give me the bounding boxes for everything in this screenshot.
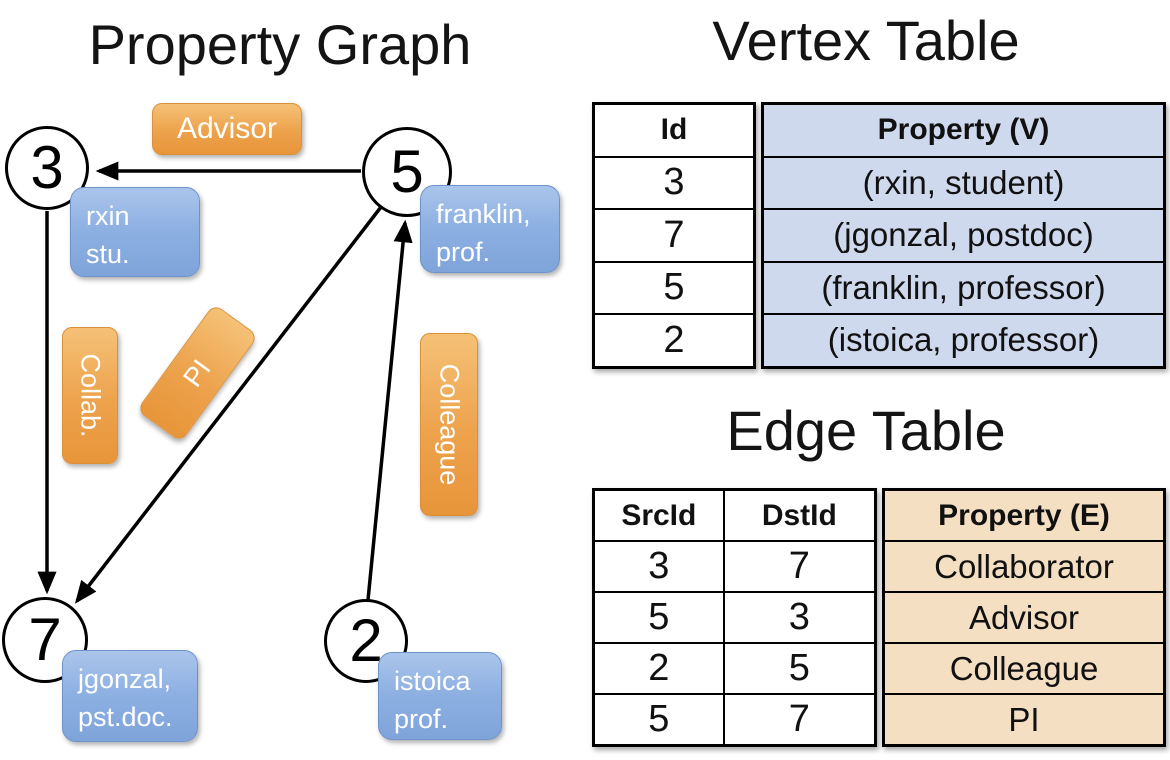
table-row: (jgonzal, postdoc) bbox=[761, 208, 1166, 263]
table-row: (istoica, professor) bbox=[761, 313, 1166, 368]
edge-label-text: Collab. bbox=[75, 353, 106, 438]
vertex-id-cell: 3 bbox=[592, 155, 756, 210]
edge-pi-line-5-to-7 bbox=[74, 205, 383, 604]
edge-label-collab: Collab. bbox=[62, 327, 118, 464]
edge-property-cell: Colleague bbox=[882, 642, 1166, 695]
vertex-property-cell: (rxin, student) bbox=[761, 155, 1166, 210]
edge-label-text: PI bbox=[177, 353, 217, 392]
vertex-id-cell: 7 bbox=[592, 208, 756, 263]
vertex-property-line: franklin, bbox=[436, 199, 531, 229]
edge-dstid-cell: 3 bbox=[722, 591, 877, 644]
edge-srcid-cell: 5 bbox=[592, 591, 725, 644]
vertex-property-cell: (jgonzal, postdoc) bbox=[761, 208, 1166, 263]
vertex-id-cell: 5 bbox=[592, 260, 756, 315]
table-row: (franklin, professor) bbox=[761, 260, 1166, 315]
property-graph-title: Property Graph bbox=[88, 13, 472, 76]
vertex-property-line: rxin bbox=[86, 201, 130, 231]
edge-label-text: Advisor bbox=[176, 112, 278, 145]
node-id-label: 5 bbox=[390, 138, 424, 205]
column-header-id: Id bbox=[592, 102, 756, 158]
vertex-property-cell: (franklin, professor) bbox=[761, 260, 1166, 315]
vertex-property-line: pst.doc. bbox=[78, 702, 173, 732]
vertex-property-line: prof. bbox=[394, 704, 449, 734]
vertex-property-line: prof. bbox=[436, 237, 491, 267]
column-header-property-v: Property (V) bbox=[761, 102, 1166, 158]
edge-property-cell: PI bbox=[882, 693, 1166, 747]
vertex-table: Id 3 7 5 2 Property (V) (rxin, student) … bbox=[592, 102, 1166, 369]
vertex-property-cell: (istoica, professor) bbox=[761, 313, 1166, 368]
table-row: 2 bbox=[592, 313, 756, 368]
edge-dstid-cell: 5 bbox=[722, 642, 877, 695]
edge-property-column: Property (E) Collaborator Advisor Collea… bbox=[882, 488, 1166, 747]
edge-label-text: Colleague bbox=[434, 363, 465, 486]
table-row: 2 5 bbox=[592, 642, 877, 695]
table-row: 5 bbox=[592, 260, 756, 315]
edge-src-dst-columns: SrcId DstId 3 7 5 3 2 5 5 7 bbox=[592, 488, 877, 747]
vertex-property-line: stu. bbox=[86, 239, 130, 269]
vertex-table-title: Vertex Table bbox=[712, 9, 1020, 72]
column-header-srcid: SrcId bbox=[592, 488, 725, 542]
vertex-id-column: Id 3 7 5 2 bbox=[592, 102, 756, 369]
table-row: 5 7 bbox=[592, 693, 877, 747]
graph-node-5: 5 bbox=[362, 127, 452, 217]
vertex-property-box-3: rxin stu. bbox=[70, 187, 200, 277]
table-row: 3 bbox=[592, 155, 756, 210]
vertex-id-cell: 2 bbox=[592, 313, 756, 368]
vertex-property-line: istoica bbox=[394, 666, 471, 696]
edge-label-colleague: Colleague bbox=[420, 333, 478, 516]
edge-dstid-cell: 7 bbox=[722, 693, 877, 747]
edge-srcid-cell: 3 bbox=[592, 540, 725, 593]
graph-edges-svg bbox=[37, 161, 413, 604]
graph-node-2: 2 bbox=[324, 599, 408, 683]
vertex-property-column: Property (V) (rxin, student) (jgonzal, p… bbox=[761, 102, 1166, 369]
table-row: Collaborator bbox=[882, 540, 1166, 593]
edge-label-advisor: Advisor bbox=[152, 103, 302, 155]
column-header-dstid: DstId bbox=[722, 488, 877, 542]
edge-srcid-cell: 5 bbox=[592, 693, 725, 747]
vertex-property-line: jgonzal, bbox=[78, 664, 172, 694]
table-row: PI bbox=[882, 693, 1166, 747]
edge-dstid-cell: 7 bbox=[722, 540, 877, 593]
edge-colleague-line-2-to-5 bbox=[366, 219, 413, 601]
table-row: 7 bbox=[592, 208, 756, 263]
table-row: 3 7 bbox=[592, 540, 877, 593]
node-id-label: 2 bbox=[349, 607, 383, 674]
column-header-property-e: Property (E) bbox=[882, 488, 1166, 542]
table-row: 5 3 bbox=[592, 591, 877, 644]
table-row: (rxin, student) bbox=[761, 155, 1166, 210]
edge-property-cell: Advisor bbox=[882, 591, 1166, 644]
edge-table: SrcId DstId 3 7 5 3 2 5 5 7 Property (E)… bbox=[592, 488, 1166, 747]
edge-srcid-cell: 2 bbox=[592, 642, 725, 695]
edge-table-title: Edge Table bbox=[726, 399, 1006, 462]
vertex-property-box-5: franklin, prof. bbox=[420, 185, 560, 273]
node-id-label: 7 bbox=[28, 606, 62, 673]
table-row: Colleague bbox=[882, 642, 1166, 695]
table-row: Advisor bbox=[882, 591, 1166, 644]
edge-property-cell: Collaborator bbox=[882, 540, 1166, 593]
vertex-property-box-7: jgonzal, pst.doc. bbox=[62, 650, 198, 742]
vertex-property-box-2: istoica prof. bbox=[378, 652, 502, 740]
node-id-label: 3 bbox=[30, 134, 64, 201]
